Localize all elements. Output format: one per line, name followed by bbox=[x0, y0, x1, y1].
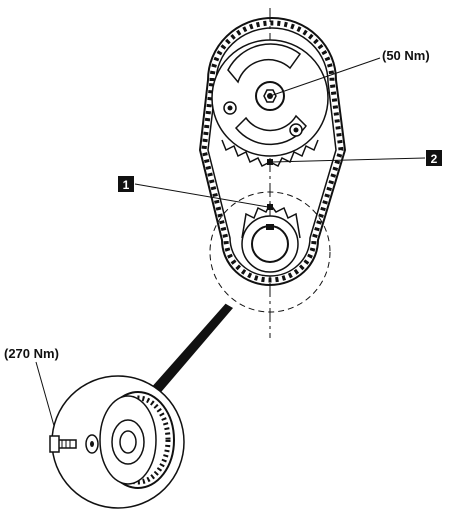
callout-1-badge bbox=[118, 176, 134, 192]
camshaft-sensor-ring bbox=[227, 43, 302, 84]
crankshaft-bore bbox=[251, 225, 289, 263]
timing-chain bbox=[198, 17, 347, 286]
torque-camshaft-leader bbox=[272, 57, 381, 96]
pulley-bolt-shank bbox=[57, 439, 77, 449]
timing-chain-inner-edge bbox=[207, 27, 337, 277]
crankshaft-keyway bbox=[266, 224, 274, 230]
pulley-bolt-head bbox=[49, 435, 60, 453]
crankshaft-pulley-inset bbox=[49, 375, 185, 509]
callout-1-leader bbox=[134, 183, 269, 208]
torque-camshaft-label: (50 Nm) bbox=[382, 48, 430, 63]
callout-2-label: 2 bbox=[431, 152, 438, 166]
torque-crankshaft-label: (270 Nm) bbox=[4, 346, 59, 361]
callout-2-leader bbox=[271, 157, 426, 163]
detail-zoom-connector bbox=[148, 304, 233, 398]
callout-2-badge bbox=[426, 150, 442, 166]
crankshaft-sprocket bbox=[209, 191, 331, 313]
crankshaft-detail-circle bbox=[209, 191, 331, 313]
timing-chain-links bbox=[201, 20, 344, 283]
camshaft-sensor-ring-lower bbox=[234, 114, 307, 146]
camshaft-sprocket bbox=[211, 39, 329, 168]
crankshaft-timing-mark bbox=[267, 204, 273, 210]
camshaft-timing-mark bbox=[267, 159, 273, 165]
callout-1-label: 1 bbox=[123, 178, 130, 192]
